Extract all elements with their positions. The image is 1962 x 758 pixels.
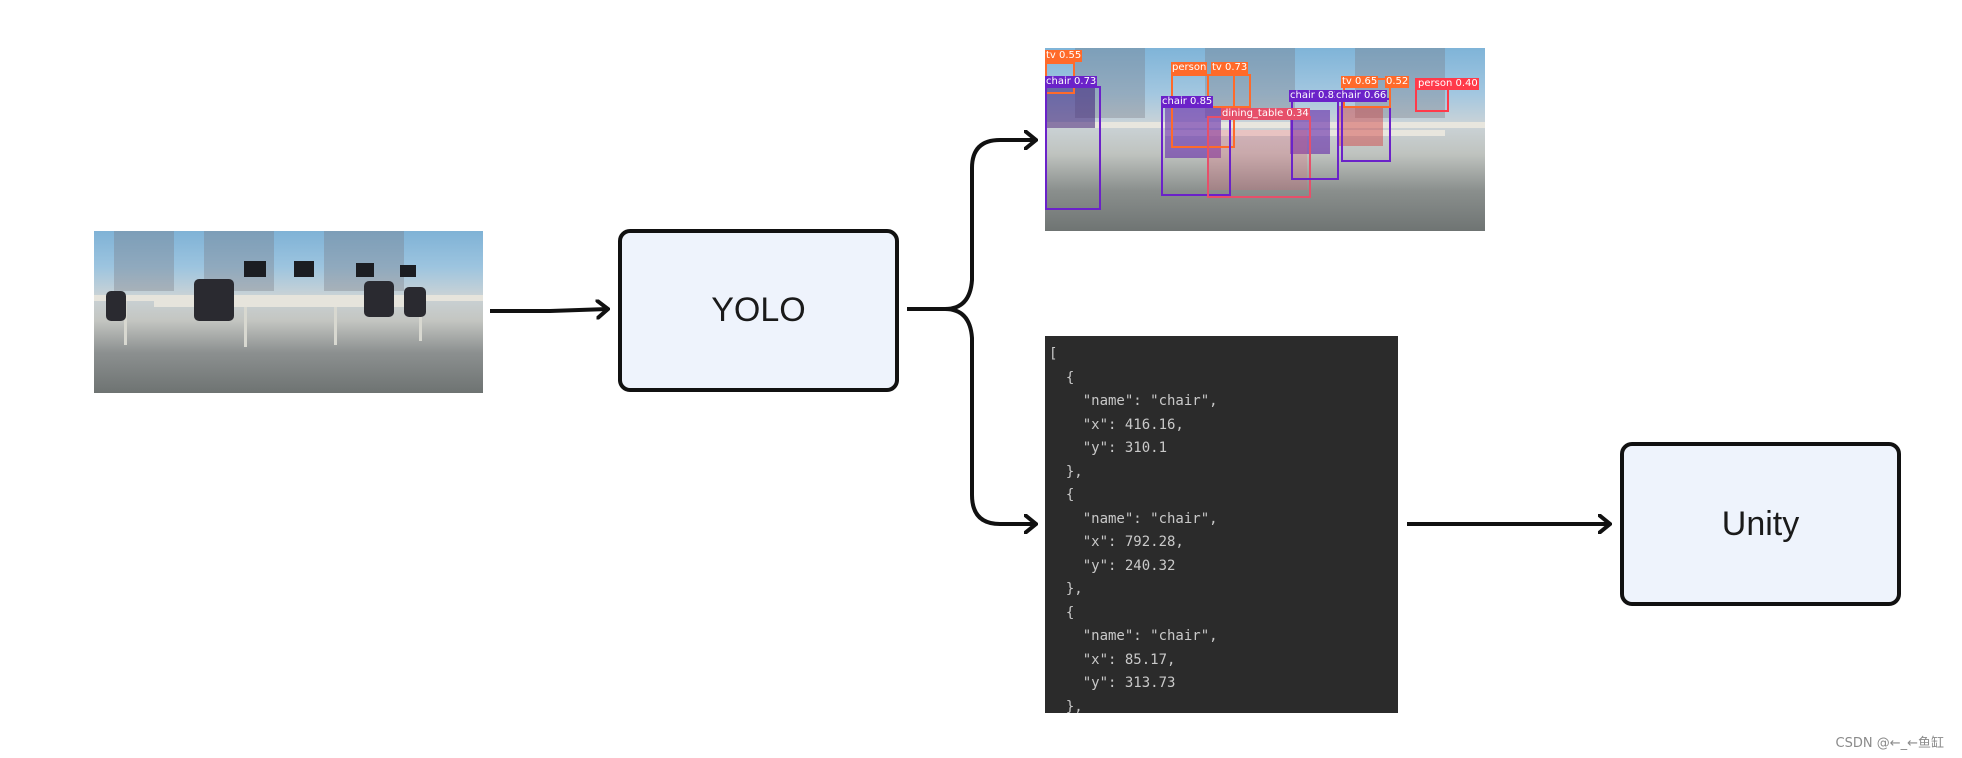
det-label: chair 0.66 [1335, 90, 1388, 102]
det-label: tv 0.55 [1045, 50, 1083, 62]
code-line: }, [1049, 463, 1083, 480]
code-line: "y": 313.73 [1049, 675, 1176, 691]
bbox-tv-2 [1207, 74, 1251, 108]
unity-box: Unity [1620, 442, 1901, 606]
det-label: chair 0.73 [1045, 76, 1098, 88]
edge-yolo-to-detection [944, 140, 1036, 311]
yolo-box: YOLO [618, 229, 899, 392]
credit-watermark: CSDN @←_←鱼缸 [1835, 736, 1944, 751]
code-line: "y": 240.32 [1049, 557, 1176, 574]
code-line: { [1049, 604, 1075, 621]
input-office-photo [94, 231, 483, 393]
code-line: "name": "chair", [1049, 510, 1218, 527]
detection-result-image: tv 0.55 person tv 0.73 chair 0.73 chair … [1045, 48, 1485, 231]
det-label: dining_table 0.34 [1221, 108, 1310, 120]
json-output-panel: [ { "name": "chair", "x": 416.16, "y": 3… [1045, 336, 1398, 713]
det-label: 0.52 [1385, 76, 1410, 88]
det-label: person [1171, 62, 1208, 74]
yolo-label: YOLO [711, 291, 806, 329]
det-label: tv 0.65 [1341, 76, 1379, 88]
det-label: chair 0.85 [1161, 96, 1214, 108]
bbox-chair-1 [1045, 86, 1101, 210]
code-line: [ [1049, 346, 1058, 362]
edge-yolo-to-json [944, 307, 1036, 524]
code-line: { [1049, 369, 1075, 386]
json-code-lines: [ { "name": "chair", "x": 416.16, "y": 3… [1049, 343, 1398, 713]
code-line: "name": "chair", [1049, 628, 1218, 644]
code-line: { [1049, 487, 1075, 503]
code-line: }, [1049, 581, 1083, 597]
code-line: }, [1049, 698, 1083, 714]
det-label: chair 0.82 [1289, 90, 1342, 102]
edge-input-to-yolo [490, 309, 608, 311]
code-line: "y": 310.1 [1049, 440, 1168, 456]
code-line: "x": 85.17, [1049, 651, 1176, 668]
unity-label: Unity [1721, 504, 1800, 543]
code-line: "name": "chair", [1049, 393, 1218, 409]
code-line: "x": 416.16, [1049, 416, 1184, 433]
code-line: "x": 792.28, [1049, 534, 1184, 550]
det-label: person 0.40 [1417, 78, 1479, 90]
det-label: tv 0.73 [1211, 62, 1249, 74]
